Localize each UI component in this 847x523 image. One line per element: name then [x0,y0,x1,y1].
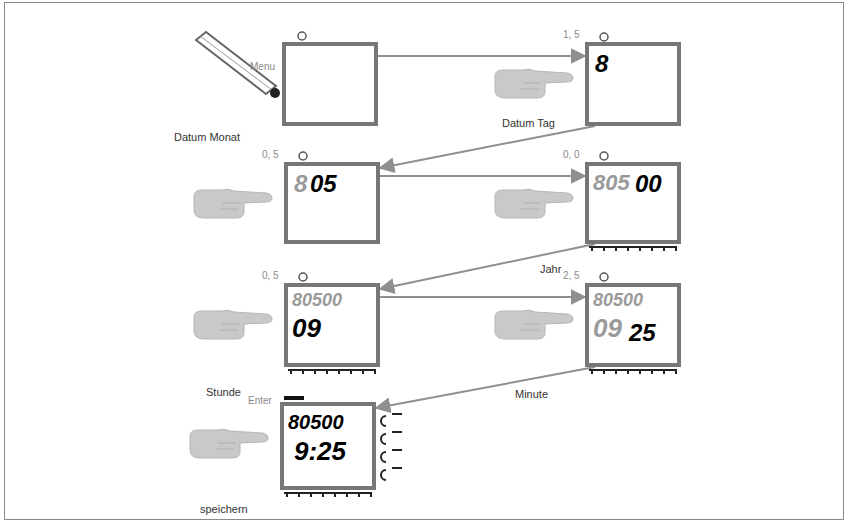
lcd-digits: 80500 [292,291,342,309]
button-time-label: 0, 5 [262,271,279,281]
lcd-screen: Datum Monat [282,42,378,126]
step-caption: Datum Monat [174,132,240,143]
lcd-screen: 805000925Minute [585,283,681,367]
step-caption: Stunde [206,387,241,398]
lcd-digits: 9:25 [294,438,346,464]
lcd-digits: 25 [629,321,656,345]
lcd-digits: 00 [635,172,662,196]
step-arrow [380,296,585,298]
step-arrow [376,367,595,408]
lcd-digits: 8 [595,52,608,76]
lcd-digits: 09 [593,315,622,341]
step-arrow [380,244,595,289]
button-time-label: 0, 0 [563,150,580,160]
lcd-digits: 80500 [593,291,643,309]
stylus [196,32,280,98]
button-time-label: 1, 5 [563,30,580,40]
step-caption: Minute [515,389,548,400]
step-caption: Jahr [540,264,561,275]
lcd-digits: 805 [593,172,630,194]
lcd-screen: 805009:25speichern [280,402,376,490]
step-arrow [380,175,585,177]
lcd-screen: 8050009Stunde [284,283,380,367]
step-arrow [378,55,585,57]
button-time-label: 2, 5 [563,271,580,281]
button-time-label: Menu [250,62,275,72]
button-time-label: Enter [248,396,272,406]
lcd-digits: 80500 [288,412,344,432]
lcd-digits: 8 [294,172,307,196]
lcd-digits: 09 [292,315,321,341]
step-arrow [380,126,595,168]
step-caption: Datum Tag [502,118,555,129]
step-caption: speichern [200,504,248,515]
figure-frame [4,2,844,520]
lcd-digits: 05 [310,172,337,196]
lcd-screen: 80500Jahr [585,162,681,244]
button-time-label: 0, 5 [262,150,279,160]
lcd-screen: 805 [284,162,380,244]
lcd-screen: 8Datum Tag [585,42,681,126]
